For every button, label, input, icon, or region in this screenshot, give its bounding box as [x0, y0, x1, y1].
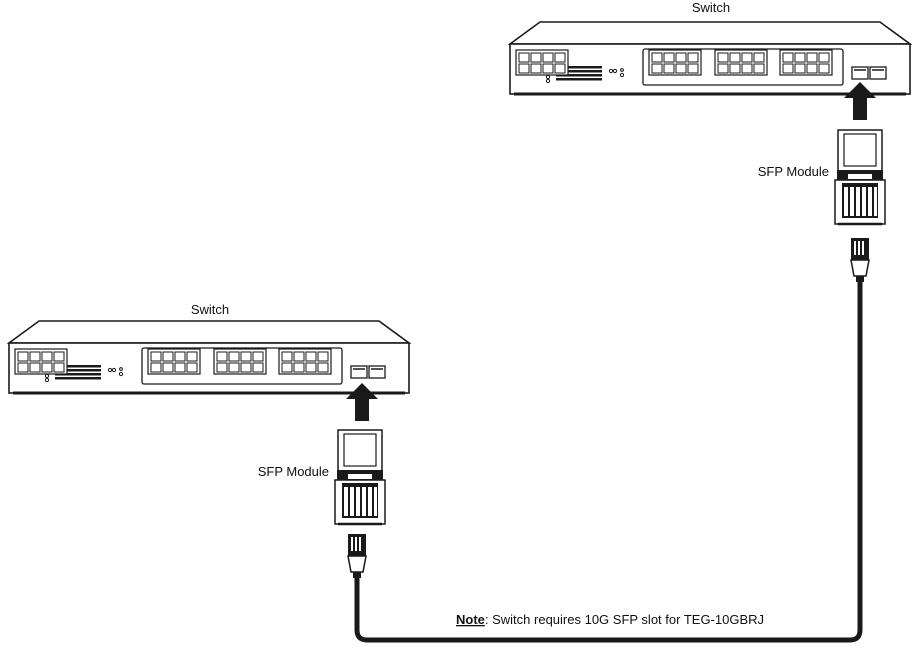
note-body: : Switch requires 10G SFP slot for TEG-1…	[485, 612, 764, 627]
switch-top-label: Switch	[692, 0, 730, 15]
network-cable	[354, 282, 863, 643]
sfp-module-bottom-label: SFP Module	[258, 464, 329, 479]
sfp-module-top-label: SFP Module	[758, 164, 829, 179]
rj45-connector-bottom-icon	[347, 533, 367, 579]
rj45-connector-top-icon	[850, 237, 870, 283]
sfp-module-bottom	[333, 428, 387, 526]
sfp-module-top	[833, 128, 887, 226]
switch-bottom	[9, 321, 409, 393]
switch-bottom-label: Switch	[191, 302, 229, 317]
note-prefix: Note	[456, 612, 485, 627]
note-text: Note: Switch requires 10G SFP slot for T…	[456, 612, 764, 627]
switch-top	[510, 22, 910, 94]
